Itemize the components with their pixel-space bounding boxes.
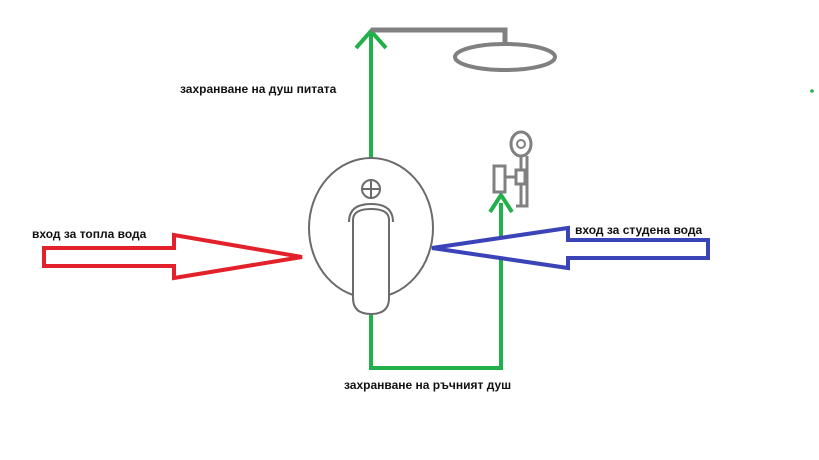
hand-shower-arrow bbox=[488, 191, 514, 214]
rain-shower-icon bbox=[371, 27, 557, 72]
hand-shower-pipe bbox=[369, 203, 503, 370]
hand-shower-icon bbox=[492, 130, 533, 208]
mixer-valve-icon bbox=[308, 157, 434, 316]
stray-dot bbox=[810, 89, 814, 93]
label-shower-head-supply: захранване на душ питата bbox=[180, 82, 337, 96]
label-hand-shower-supply: захранване на ръчният душ bbox=[344, 378, 511, 392]
cold-water-arrow bbox=[431, 225, 710, 271]
mixer-handle bbox=[352, 207, 390, 316]
hot-water-arrow bbox=[42, 232, 303, 281]
label-cold-inlet: вход за студена вода bbox=[575, 223, 702, 237]
label-hot-inlet: вход за топла вода bbox=[32, 227, 147, 241]
